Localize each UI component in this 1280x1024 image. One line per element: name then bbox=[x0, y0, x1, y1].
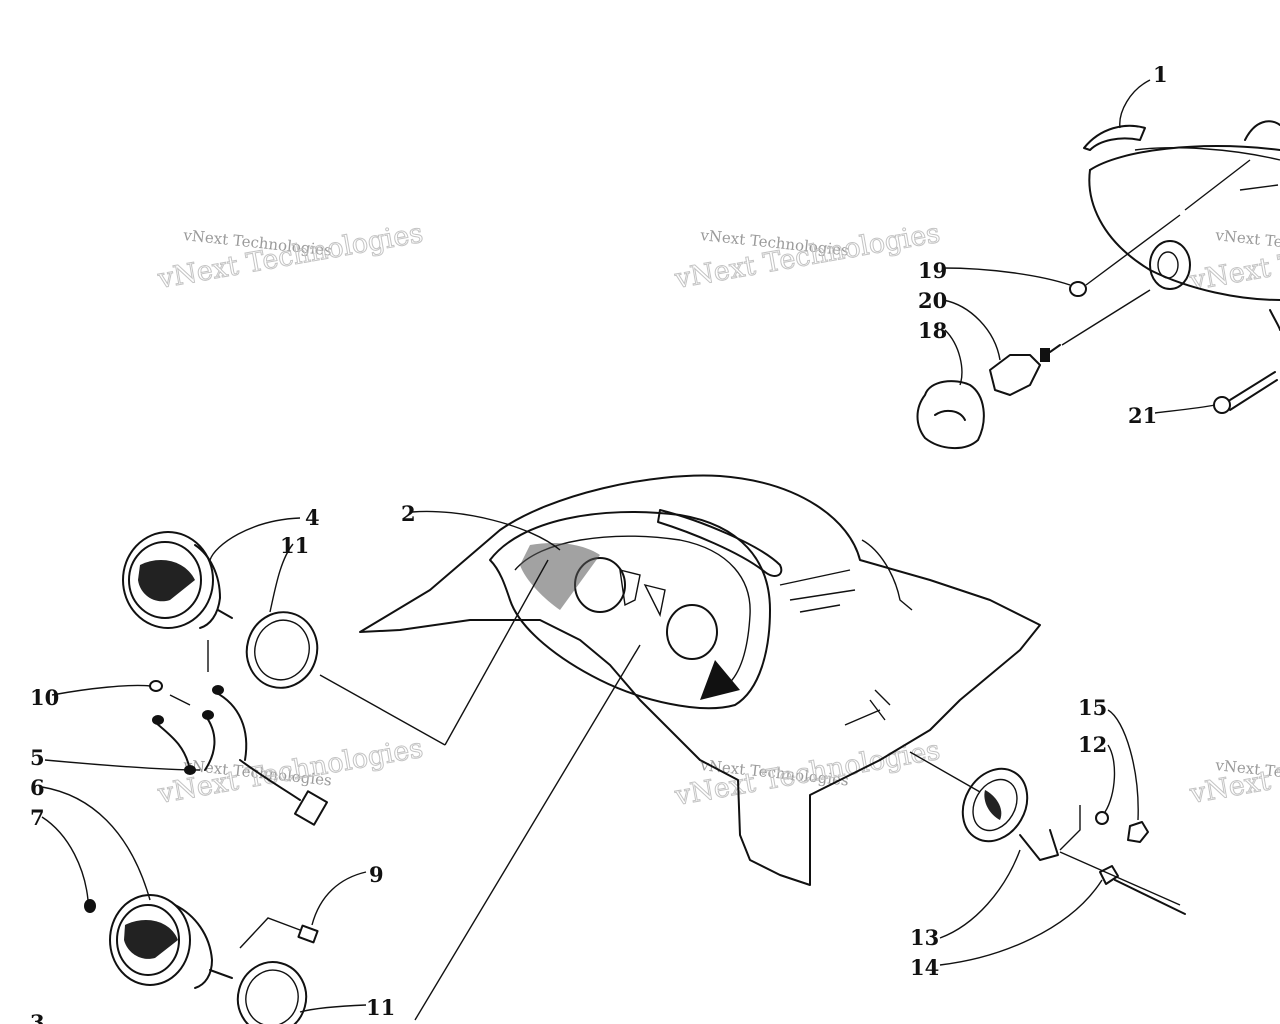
speedometer-gauge bbox=[122, 531, 233, 629]
callout-11-upper: 11 bbox=[280, 533, 309, 558]
leader-lines bbox=[41, 79, 1216, 1021]
callout-10: 10 bbox=[30, 685, 59, 710]
dash-panel bbox=[359, 474, 1041, 886]
watermark-big-text: vNext Technologies bbox=[1187, 733, 1280, 810]
light-socket bbox=[239, 917, 319, 949]
callout-15: 15 bbox=[1078, 695, 1107, 720]
callout-14: 14 bbox=[910, 955, 939, 980]
gauge-bezel-lower bbox=[236, 961, 308, 1024]
callout-12: 12 bbox=[1078, 732, 1107, 757]
gauge-nut bbox=[84, 899, 96, 913]
callout-20: 20 bbox=[918, 288, 947, 313]
tachometer-gauge bbox=[109, 894, 233, 989]
headlight-bolt bbox=[1213, 371, 1278, 414]
bulb-socket-small bbox=[149, 680, 163, 692]
light-housing-lower bbox=[909, 751, 1059, 861]
callout-7: 7 bbox=[30, 805, 45, 830]
headlight-housing bbox=[1083, 120, 1280, 331]
callout-19: 19 bbox=[918, 258, 947, 283]
watermark-top-left: vNext Technologies vNext Technologies bbox=[154, 217, 426, 295]
callout-labels: 1 2 4 11 10 5 6 7 9 11 3 15 12 13 14 19 … bbox=[30, 62, 1168, 1024]
callout-4: 4 bbox=[305, 505, 320, 530]
lock-washer bbox=[1095, 811, 1109, 825]
wire-harness bbox=[152, 685, 329, 826]
callout-13: 13 bbox=[910, 925, 939, 950]
watermark-top-center: vNext Technologies vNext Technologies bbox=[671, 217, 943, 295]
callout-6: 6 bbox=[30, 775, 45, 800]
callout-3: 3 bbox=[30, 1010, 45, 1024]
callout-21: 21 bbox=[1128, 403, 1157, 428]
bulb-retainer-ring bbox=[916, 380, 985, 449]
callout-2: 2 bbox=[401, 501, 416, 526]
callout-11-lower: 11 bbox=[366, 995, 395, 1020]
headlight-screw bbox=[1069, 214, 1181, 297]
callout-5: 5 bbox=[30, 745, 45, 770]
headlight-bulb bbox=[989, 289, 1151, 396]
callout-18: 18 bbox=[918, 318, 947, 343]
hex-nut bbox=[1127, 821, 1149, 843]
callout-9: 9 bbox=[369, 862, 384, 887]
callout-1: 1 bbox=[1153, 62, 1168, 87]
switch-cable bbox=[1059, 805, 1186, 915]
watermark-top-right: vNext Technologies vNext Technologies bbox=[1186, 219, 1280, 297]
gauge-bezel-upper bbox=[245, 611, 319, 689]
watermark-bottom-right: vNext Technologies vNext Technologies bbox=[1186, 732, 1280, 810]
